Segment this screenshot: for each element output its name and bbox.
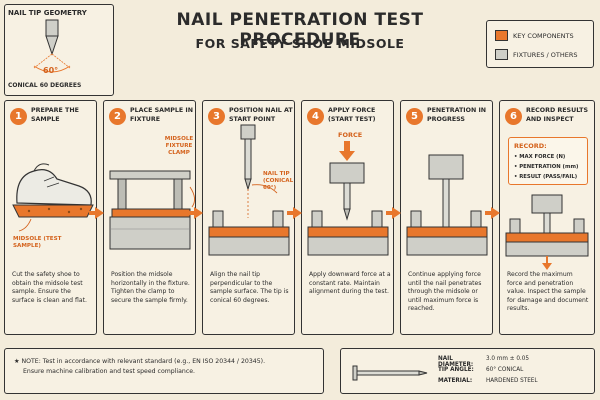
callout-nail-tip: NAIL TIP (CONICAL 60°) <box>263 171 294 191</box>
record-item: • MAX FORCE (N) <box>514 154 566 160</box>
spec-row-material: MATERIAL:HARDENED STEEL <box>438 378 538 384</box>
apply-force-illustration <box>307 141 389 256</box>
shoe-illustration <box>12 163 94 232</box>
step-panel-4: 4 APPLY FORCE (START TEST) FORCE Apply d… <box>301 100 394 335</box>
nail-tip-title: NAIL TIP GEOMETRY <box>8 9 87 17</box>
nail-tip-diagram <box>33 19 71 73</box>
star-icon: ★ <box>14 358 20 365</box>
spec-row-tip-angle: TIP ANGLE:60° CONICAL <box>438 367 524 373</box>
legend-swatch <box>495 30 508 41</box>
note-line-2: Ensure machine calibration and test spee… <box>23 367 196 375</box>
step-panel-2: 2 PLACE SAMPLE IN FIXTURE MIDSOLE FIXTUR… <box>103 100 196 335</box>
note-box: ★ NOTE: Test in accordance with relevant… <box>4 348 324 394</box>
step-arrow <box>89 207 104 219</box>
step-title: POSITION NAIL AT START POINT <box>229 107 293 123</box>
record-illustration <box>505 194 589 270</box>
record-item: • RESULT (PASS/FAIL) <box>514 174 578 180</box>
nail-icon <box>352 365 428 381</box>
fixture-illustration <box>109 170 195 250</box>
nail-spec-box: NAIL DIAMETER:3.0 mm ± 0.05 TIP ANGLE:60… <box>340 348 595 394</box>
step-title: PREPARE THE SAMPLE <box>31 107 79 123</box>
step-description: Position the midsole horizontally in the… <box>111 271 190 304</box>
legend-item-key-components: KEY COMPONENTS <box>495 30 574 41</box>
nail-tip-geometry-box <box>4 4 114 96</box>
step-number: 1 <box>10 108 27 125</box>
spec-row-diameter: NAIL DIAMETER:3.0 mm ± 0.05 <box>438 356 529 368</box>
step-title: PENETRATION IN PROGRESS <box>427 107 487 123</box>
step-panel-1: 1 PREPARE THE SAMPLE MIDSOLE (TEST SAMPL… <box>4 100 97 335</box>
step-panel-3: 3 POSITION NAIL AT START POINT NAIL TIP … <box>202 100 295 335</box>
legend-swatch <box>495 49 508 60</box>
step-description: Continue applying force until the nail p… <box>408 271 482 313</box>
note-text: ★ NOTE: Test in accordance with relevant… <box>14 357 319 376</box>
callout-fixture-clamp: MIDSOLE FIXTURE CLAMP <box>164 136 194 156</box>
penetration-illustration <box>406 154 488 256</box>
note-line-1: NOTE: Test in accordance with relevant s… <box>21 358 266 365</box>
callout-midsole: MIDSOLE (TEST SAMPLE) <box>13 236 62 249</box>
step-title: RECORD RESULTS AND INSPECT <box>526 107 588 123</box>
step-panel-5: 5 PENETRATION IN PROGRESS Continue apply… <box>400 100 493 335</box>
record-box: RECORD: • MAX FORCE (N) • PENETRATION (m… <box>508 137 588 185</box>
step-description: Cut the safety shoe to obtain the midsol… <box>12 271 87 304</box>
step-number: 3 <box>208 108 225 125</box>
nail-tip-angle: 60° <box>43 66 59 75</box>
record-item: • PENETRATION (mm) <box>514 164 579 170</box>
step-panel-6: 6 RECORD RESULTS AND INSPECT RECORD: • M… <box>499 100 595 335</box>
step-title: PLACE SAMPLE IN FIXTURE <box>130 107 194 123</box>
step-number: 5 <box>406 108 423 125</box>
record-title: RECORD: <box>514 142 547 150</box>
legend-item-fixtures: FIXTURES / OTHERS <box>495 49 578 60</box>
page-title: NAIL PENETRATION TEST PROCEDURE <box>176 10 424 50</box>
step-title: APPLY FORCE (START TEST) <box>328 107 376 123</box>
step-arrow <box>485 207 500 219</box>
step-arrow <box>287 207 302 219</box>
legend: KEY COMPONENTS FIXTURES / OTHERS <box>486 20 594 68</box>
step-arrow <box>188 207 203 219</box>
callout-force: FORCE <box>338 131 363 139</box>
nail-position-illustration <box>208 124 290 256</box>
step-description: Record the maximum force and penetration… <box>507 271 589 313</box>
nail-tip-caption: CONICAL 60 DEGREES <box>8 82 82 89</box>
step-arrow <box>386 207 401 219</box>
step-description: Align the nail tip perpendicular to the … <box>210 271 289 304</box>
step-description: Apply downward force at a constant rate.… <box>309 271 391 296</box>
step-number: 4 <box>307 108 324 125</box>
page-subtitle: FOR SAFETY SHOE MIDSOLE <box>195 36 405 51</box>
step-number: 2 <box>109 108 126 125</box>
step-number: 6 <box>505 108 522 125</box>
